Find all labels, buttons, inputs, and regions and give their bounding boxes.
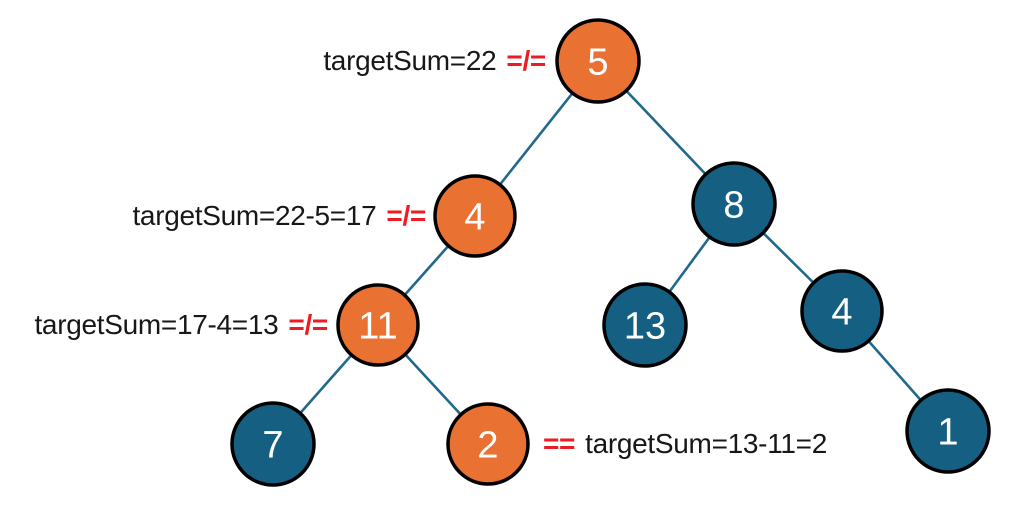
node-value: 4 bbox=[464, 196, 485, 238]
node-value: 11 bbox=[358, 305, 397, 347]
node-circle bbox=[336, 283, 420, 367]
node-value: 4 bbox=[831, 291, 852, 333]
node-value: 8 bbox=[723, 184, 744, 226]
tree-node-1: 1 bbox=[905, 388, 991, 474]
node-value: 5 bbox=[587, 41, 608, 83]
node-value: 1 bbox=[937, 411, 958, 453]
node-circle bbox=[446, 402, 530, 486]
node-value: 2 bbox=[477, 424, 498, 466]
nodes-layer: 5 4 8 11 13 4 7 2 1 bbox=[230, 18, 991, 487]
tree-node-2: 2 bbox=[446, 402, 530, 486]
node-circle bbox=[800, 269, 884, 353]
edges-layer bbox=[272, 60, 949, 445]
tree-node-13: 13 bbox=[602, 282, 688, 368]
tree-node-5: 5 bbox=[555, 18, 641, 104]
node-circle bbox=[230, 401, 316, 487]
node-circle bbox=[905, 388, 991, 474]
tree-node-4: 4 bbox=[800, 269, 884, 353]
node-value: 13 bbox=[624, 305, 666, 347]
node-circle bbox=[555, 18, 641, 104]
tree-node-4: 4 bbox=[433, 174, 517, 258]
node-circle bbox=[602, 282, 688, 368]
node-circle bbox=[433, 174, 517, 258]
tree-node-7: 7 bbox=[230, 401, 316, 487]
tree-node-8: 8 bbox=[691, 161, 777, 247]
node-value: 7 bbox=[262, 424, 283, 466]
tree-node-11: 11 bbox=[336, 283, 420, 367]
node-circle bbox=[691, 161, 777, 247]
